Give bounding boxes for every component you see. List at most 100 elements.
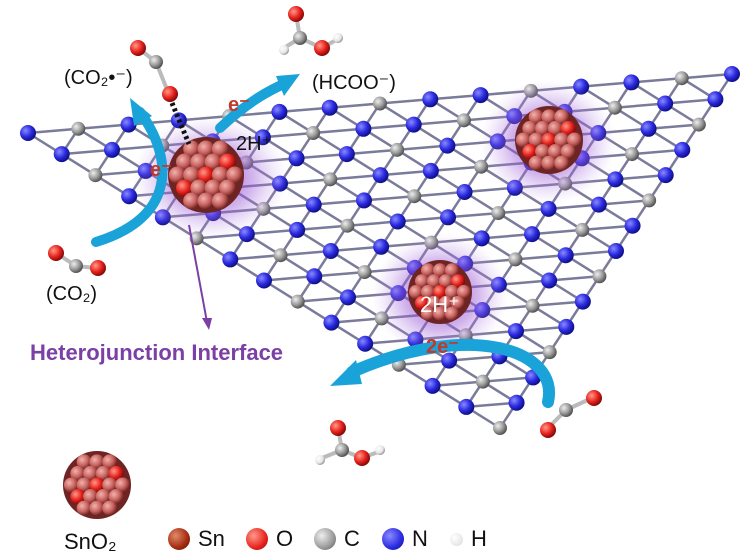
nitrogen-atom <box>120 116 137 133</box>
o-legend-swatch <box>246 528 268 550</box>
legend-item-n: N <box>382 526 428 552</box>
lattice-bond <box>482 376 534 383</box>
carbon-atom <box>407 189 422 204</box>
nitrogen-atom <box>590 196 607 213</box>
hydrogen-atom <box>333 33 343 43</box>
nitrogen-atom <box>53 146 70 163</box>
lattice-bond <box>313 199 365 206</box>
sno2-atom <box>554 132 570 148</box>
sno2-atom <box>211 192 229 210</box>
proton-label-top: 2H⁺ <box>236 133 273 155</box>
sno2-atom <box>438 295 454 310</box>
nitrogen-atom <box>624 217 641 234</box>
nitrogen-atom <box>372 167 389 184</box>
nitrogen-atom <box>657 95 674 112</box>
oxygen-atom <box>162 86 178 102</box>
sno2-atom <box>102 477 118 493</box>
sno2-atom <box>83 465 99 481</box>
nitrogen-atom <box>271 103 288 120</box>
oxygen-atom <box>175 179 193 197</box>
sno2-atom <box>83 489 99 505</box>
lattice-bond <box>447 211 499 219</box>
lattice-bond <box>582 224 633 232</box>
reaction-arrow-left-head <box>130 98 152 126</box>
carbon-atom <box>525 298 540 313</box>
lattice-bond <box>297 296 349 303</box>
sno2-atom <box>197 192 215 210</box>
lattice-bond <box>648 123 699 131</box>
nitrogen-atom <box>340 289 356 306</box>
lattice-bond <box>498 279 550 286</box>
formate-label: (HCOO⁻) <box>312 72 396 94</box>
carbon-atom <box>457 113 471 128</box>
sno2-atom <box>515 132 532 148</box>
legend-item-h: H <box>450 526 487 552</box>
sno2-atom <box>535 120 551 136</box>
carbon-atom <box>293 31 307 45</box>
carbon-atom <box>306 126 321 140</box>
nitrogen-atom <box>541 272 558 289</box>
nitrogen-atom <box>458 398 475 415</box>
sno2-atom <box>175 153 193 171</box>
nitrogen-atom <box>472 87 489 104</box>
sno2-atom <box>226 166 244 184</box>
carbon-atom <box>691 117 706 132</box>
carbon-atom <box>493 421 507 435</box>
oxygen-atom <box>314 40 330 56</box>
lattice-bond <box>432 380 483 388</box>
sno2-clusters <box>63 106 583 519</box>
sno2-atom <box>70 465 86 481</box>
nitrogen-atom <box>356 192 372 209</box>
sno2-atom <box>108 489 124 505</box>
sn-legend-swatch <box>168 528 190 550</box>
nitrogen-atom <box>558 318 575 335</box>
sno2-legend-label: SnO₂ <box>64 529 117 554</box>
sno2-atom <box>566 132 583 148</box>
nitrogen-atom <box>20 125 36 141</box>
nitrogen-atom <box>357 335 374 352</box>
oxygen-atom <box>288 6 304 22</box>
nitrogen-atom <box>323 314 340 331</box>
oxygen-atom <box>130 40 146 56</box>
nitrogen-atom <box>338 146 355 163</box>
nitrogen-atom <box>607 171 624 188</box>
carbon-atom <box>149 55 163 69</box>
nitrogen-atom <box>355 120 372 137</box>
electron-label-left: e⁻ <box>150 159 172 181</box>
lattice-bond <box>665 98 716 105</box>
lattice-bond <box>61 148 113 156</box>
lattice-bond <box>498 207 549 215</box>
sno2-atom <box>114 477 131 493</box>
nitrogen-atom <box>405 116 422 133</box>
sno2-atom <box>102 500 118 516</box>
hydrogen-atom <box>279 45 289 55</box>
hydrogen-atom <box>375 445 385 455</box>
carbon-atom <box>273 248 288 263</box>
lattice-bond <box>363 123 414 131</box>
lattice-bond <box>430 93 481 101</box>
sno2-atom <box>535 144 551 160</box>
sno2-cluster-legend <box>63 451 131 519</box>
carbon-atom <box>592 269 607 284</box>
lattice-bond <box>296 152 347 160</box>
sno2-atom <box>528 109 544 125</box>
lattice-bond <box>631 76 682 84</box>
sno2-cluster-center <box>408 260 472 324</box>
legend-item-c: C <box>314 526 360 552</box>
carbon-atom <box>373 96 387 111</box>
lattice-bond <box>330 173 381 181</box>
oxygen-atom <box>330 420 346 436</box>
n-legend-swatch <box>382 528 404 550</box>
lattice-bond <box>565 249 617 257</box>
reaction-arrow-left <box>91 107 168 247</box>
oxygen-atom <box>560 120 576 136</box>
hydrogen-atom <box>315 455 325 465</box>
sno2-atom <box>541 155 557 171</box>
carbon-atom <box>390 142 405 157</box>
lattice-bond <box>297 224 348 232</box>
lattice-bond <box>313 127 364 135</box>
sno2-atom <box>211 166 229 184</box>
oxygen-atom <box>197 166 215 184</box>
sno2-atom <box>560 144 576 160</box>
lattice-bond <box>279 106 330 114</box>
